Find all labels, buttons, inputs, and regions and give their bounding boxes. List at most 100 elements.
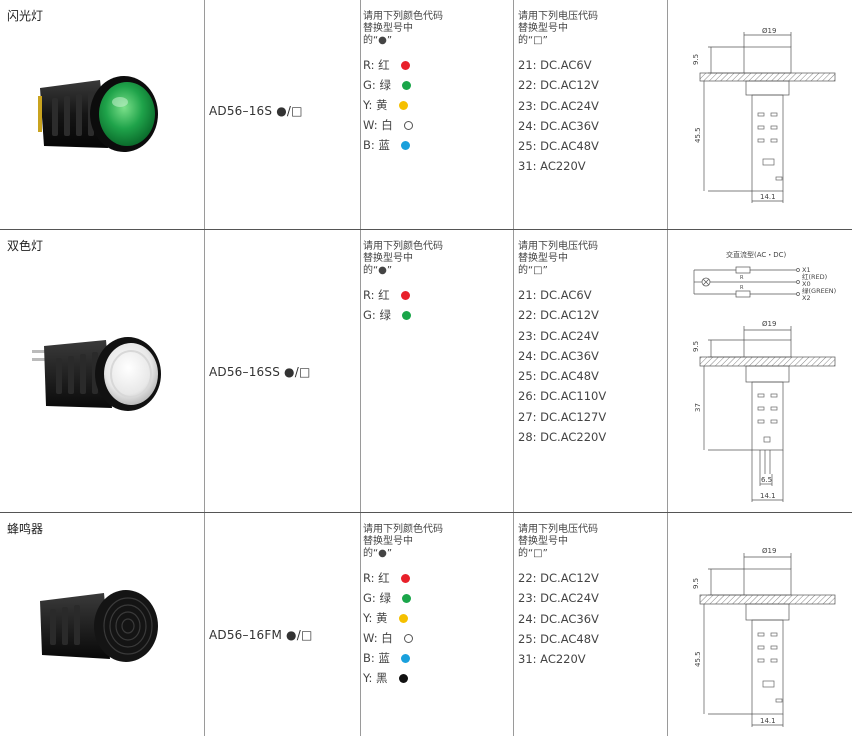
instruction-line: 的“●”	[363, 35, 393, 46]
column-divider	[667, 513, 668, 736]
color-list: R: 红 G: 绿	[363, 285, 443, 325]
color-swatch-icon	[403, 633, 413, 643]
voltage-code-item: 21: DC.AC6V	[518, 58, 592, 72]
green-indicator-lamp-image	[38, 76, 158, 152]
voltage-code-item: 25: DC.AC48V	[518, 139, 599, 154]
color-list: R: 红 G: 绿 Y: 黄 W: 白 B: 蓝 Y: 黑	[363, 568, 443, 688]
color-code-item: Y: 黄	[363, 608, 443, 628]
instruction-line: 的“●”	[363, 548, 393, 559]
color-code-item: R: 红	[363, 568, 443, 588]
color-code-label: R: 红	[363, 571, 390, 585]
color-code-item: Y: 黑	[363, 668, 443, 688]
model-number: AD56–16SS ●/□	[209, 365, 311, 379]
instruction-line: 替换型号中	[363, 253, 413, 264]
voltage-code-item: 24: DC.AC36V	[518, 118, 599, 133]
width-label: 14.1	[760, 193, 776, 201]
color-code-label: W: 白	[363, 118, 393, 132]
color-swatch-icon	[403, 120, 413, 130]
color-code-label: B: 蓝	[363, 651, 390, 665]
instruction-line: 替换型号中	[518, 536, 568, 547]
table-row-dual-color-lamp: 双色灯 AD56–16SS ●/□ 请用下	[0, 230, 852, 513]
instruction-line: 替换型号中	[518, 23, 568, 34]
table-row-flash-lamp: 闪光灯 AD56–16S ●/□	[0, 0, 852, 230]
instruction-line: 替换型号中	[363, 536, 413, 547]
width-label: 14.1	[760, 492, 776, 500]
instruction-line: 请用下列颜色代码	[363, 11, 443, 22]
voltage-code-item: 22: DC.AC12V	[518, 571, 599, 585]
panel-label: 9.5	[692, 54, 700, 65]
color-code-item: R: 红	[363, 55, 443, 75]
instruction-line: 请用下列电压代码	[518, 241, 598, 252]
voltage-instruction: 请用下列电压代码 替换型号中 的“□”	[518, 524, 599, 560]
column-divider	[667, 230, 668, 512]
color-code-label: Y: 黄	[363, 98, 388, 112]
table-row-buzzer: 蜂鸣器 AD56–16FM ●/□ 请用下列颜色代码 替换型号中 的“●”	[0, 513, 852, 736]
voltage-code-item: 28: DC.AC220V	[518, 430, 607, 445]
column-divider	[360, 0, 361, 229]
column-divider	[204, 513, 205, 736]
color-code-label: W: 白	[363, 631, 393, 645]
length-label: 37	[694, 403, 702, 412]
category-label: 蜂鸣器	[7, 522, 44, 536]
color-code-item: G: 绿	[363, 305, 443, 325]
width-label: 14.1	[760, 717, 776, 725]
voltage-code-item: 27: DC.AC127V	[518, 409, 607, 424]
voltage-code-item: 23: DC.AC24V	[518, 328, 599, 343]
black-buzzer-image	[40, 590, 158, 662]
column-divider	[204, 230, 205, 512]
length-label: 45.5	[694, 127, 702, 143]
color-code-item: G: 绿	[363, 75, 443, 95]
color-code-label: G: 绿	[363, 308, 391, 322]
voltage-code-item: 25: DC.AC48V	[518, 369, 599, 384]
color-instruction: 请用下列颜色代码 替换型号中 的“●”	[363, 11, 443, 47]
color-code-item: B: 蓝	[363, 135, 443, 155]
voltage-instruction: 请用下列电压代码 替换型号中 的“□”	[518, 241, 606, 277]
color-swatch-icon	[398, 673, 408, 683]
color-swatch-icon	[400, 653, 410, 663]
color-code-label: G: 绿	[363, 591, 391, 605]
white-dual-color-lamp-image	[32, 337, 161, 411]
voltage-code-item: 25: DC.AC48V	[518, 631, 599, 646]
color-code-label: R: 红	[363, 288, 390, 302]
color-swatch-icon	[400, 290, 410, 300]
terminal-label: X2	[802, 294, 811, 302]
model-number: AD56–16FM ●/□	[209, 628, 313, 642]
resistor-label: R	[740, 285, 744, 291]
category-label: 双色灯	[7, 239, 44, 253]
color-code-cell: 请用下列颜色代码 替换型号中 的“●” R: 红 G: 绿 Y: 黄 W: 白 B: 蓝…	[363, 524, 443, 688]
color-instruction: 请用下列颜色代码 替换型号中 的“●”	[363, 524, 443, 560]
circuit-diagram: 交直流型(AC・DC) R R X1 红(RED) X0 绿(GREEN) X2	[693, 250, 836, 302]
panel-label: 9.5	[692, 341, 700, 352]
voltage-instruction: 请用下列电压代码 替换型号中 的“□”	[518, 11, 599, 47]
voltage-code-item: 23: DC.AC24V	[518, 98, 599, 113]
voltage-code-item: 26: DC.AC110V	[518, 389, 607, 404]
column-divider	[513, 230, 514, 512]
instruction-line: 替换型号中	[518, 253, 568, 264]
voltage-code-item: 24: DC.AC36V	[518, 348, 599, 363]
terminal-label: X1	[802, 266, 811, 274]
color-code-label: Y: 黄	[363, 611, 388, 625]
circuit-title: 交直流型(AC・DC)	[726, 250, 787, 259]
color-swatch-icon	[401, 593, 411, 603]
column-divider	[360, 513, 361, 736]
color-instruction: 请用下列颜色代码 替换型号中 的“●”	[363, 241, 443, 277]
column-divider	[360, 230, 361, 512]
length-label: 45.5	[694, 651, 702, 667]
terminal-label: X0	[802, 280, 811, 288]
dimension-drawing: Ø19 9.5 45.5 14.1	[692, 27, 836, 203]
voltage-code-item: 24: DC.AC36V	[518, 611, 599, 626]
column-divider	[204, 0, 205, 229]
model-number: AD56–16S ●/□	[209, 104, 303, 118]
terminal-label: 绿(GREEN)	[802, 286, 836, 295]
color-code-item: W: 白	[363, 628, 443, 648]
instruction-line: 请用下列电压代码	[518, 11, 598, 22]
diameter-label: Ø19	[762, 27, 776, 35]
color-code-item: B: 蓝	[363, 648, 443, 668]
